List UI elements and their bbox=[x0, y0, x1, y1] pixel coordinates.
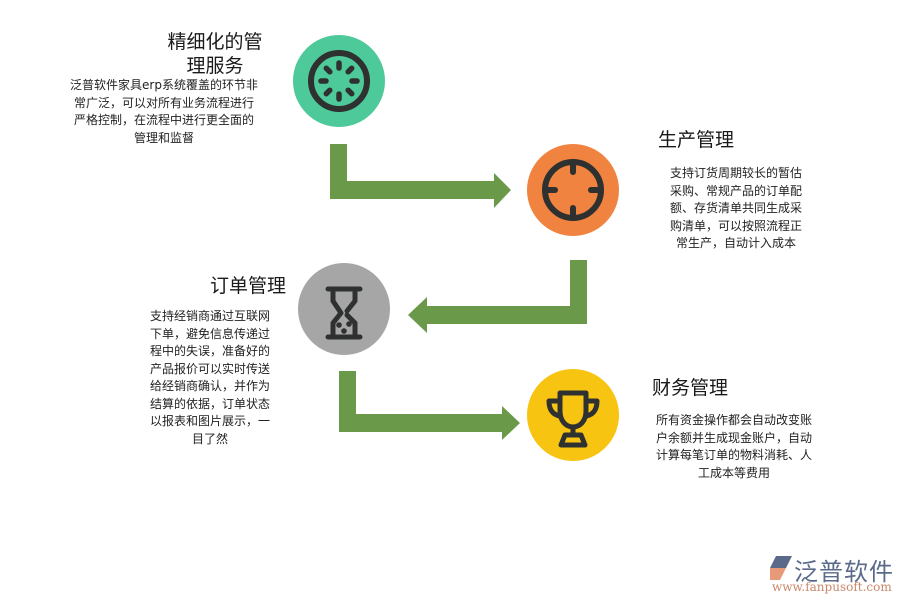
desc-line: 给经销商确认，并作为 bbox=[149, 379, 270, 393]
brand-logo: 泛普软件 www.fanpusoft.com bbox=[770, 552, 895, 596]
desc-line: 严格控制，在流程中进行更全面的 bbox=[73, 113, 254, 127]
step3-circle bbox=[298, 263, 390, 355]
desc-line: 支持订货周期较长的暂估 bbox=[669, 166, 802, 180]
step1-circle bbox=[293, 35, 385, 127]
hourglass-icon bbox=[325, 286, 363, 340]
desc-line: 支持经销商通过互联网 bbox=[149, 309, 270, 323]
trophy-icon bbox=[546, 390, 600, 448]
desc-line: 户余额并生成现金账户，自动 bbox=[655, 430, 812, 445]
step1-description: 泛普软件家具erp系统覆盖的环节非 常广泛，可以对所有业务流程进行 严格控制，在… bbox=[40, 77, 288, 147]
desc-line: 常生产，自动计入成本 bbox=[675, 236, 796, 250]
desc-line: 常广泛，可以对所有业务流程进行 bbox=[73, 95, 254, 110]
crosshair-target-icon bbox=[542, 159, 604, 221]
desc-line: 采购、常规产品的订单配 bbox=[669, 183, 802, 198]
step2-circle bbox=[527, 144, 619, 236]
desc-line: 以报表和图片展示，一 bbox=[149, 414, 270, 428]
step2-title: 生产管理 bbox=[658, 129, 735, 151]
logo-url: www.fanpusoft.com bbox=[772, 580, 892, 594]
logo-name: 泛普软件 bbox=[794, 558, 894, 586]
step3-title: 订单管理 bbox=[209, 275, 286, 297]
desc-line: 购清单，可以按照流程正 bbox=[669, 218, 802, 233]
desc-line: 额、存货清单共同生成采 bbox=[669, 201, 802, 215]
desc-line: 目了然 bbox=[191, 431, 228, 446]
step1-title-line2: 理服务 bbox=[186, 55, 244, 77]
desc-line: 所有资金操作都会自动改变账 bbox=[655, 413, 812, 427]
desc-line: 产品报价可以实时传送 bbox=[149, 361, 270, 376]
desc-line: 计算每笔订单的物料消耗、人 bbox=[655, 448, 812, 462]
step4-title: 财务管理 bbox=[652, 377, 729, 399]
step1-title: 精细化的管 理服务 bbox=[160, 30, 270, 78]
step4-description: 所有资金操作都会自动改变账 户余额并生成现金账户，自动 计算每笔订单的物料消耗、… bbox=[632, 412, 836, 482]
desc-line: 程中的失误，准备好的 bbox=[149, 344, 270, 358]
desc-line: 工成本等费用 bbox=[697, 465, 770, 480]
step4-circle bbox=[527, 369, 619, 461]
step1-title-line1: 精细化的管 bbox=[167, 31, 263, 53]
logo-mark-icon bbox=[770, 556, 792, 580]
loading-spinner-icon bbox=[308, 50, 370, 112]
desc-line: 管理和监督 bbox=[133, 130, 194, 145]
desc-line: 泛普软件家具erp系统覆盖的环节非 bbox=[70, 78, 258, 92]
desc-line: 结算的依据，订单状态 bbox=[149, 396, 270, 411]
step2-description: 支持订货周期较长的暂估 采购、常规产品的订单配 额、存货清单共同生成采 购清单，… bbox=[648, 165, 824, 253]
desc-line: 下单，避免信息传递过 bbox=[149, 326, 270, 341]
step3-description: 支持经销商通过互联网 下单，避免信息传递过 程中的失误，准备好的 产品报价可以实… bbox=[134, 308, 286, 448]
